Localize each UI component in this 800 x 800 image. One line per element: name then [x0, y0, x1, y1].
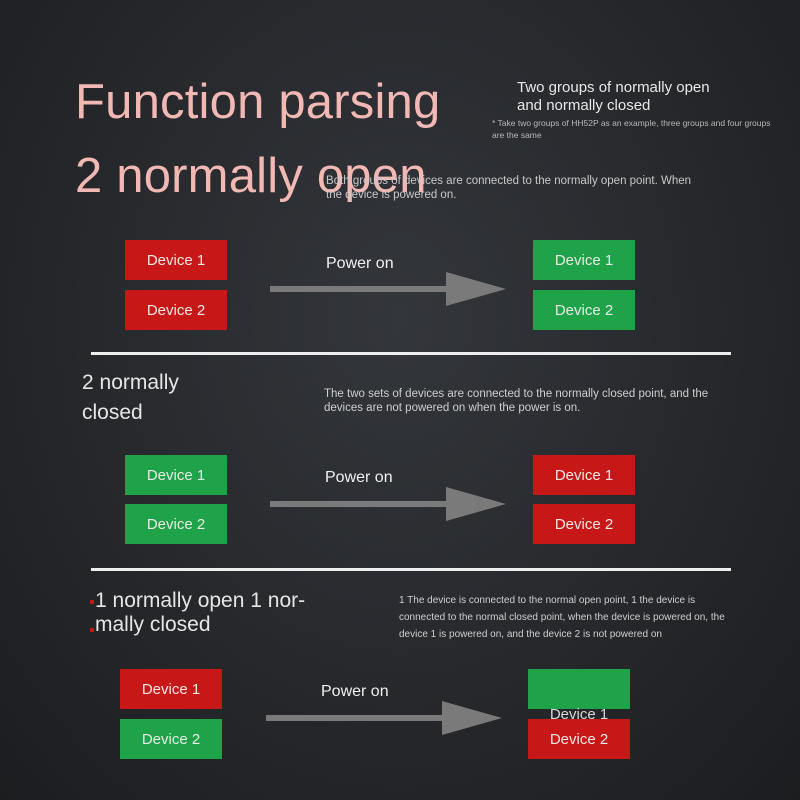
- s1-left-device-2: Device 2: [125, 290, 227, 330]
- s3-bullet-icon: [90, 600, 94, 604]
- s1-power-on-label: Power on: [326, 255, 394, 272]
- s3-bullet-icon-2: [90, 628, 94, 632]
- s2-right-device-1: Device 1: [533, 455, 635, 495]
- s3-left-device-1: Device 1: [120, 669, 222, 709]
- s3-right-device-2: Device 2: [528, 719, 630, 759]
- divider-1: [91, 352, 731, 355]
- s1-right-device-1: Device 1: [533, 240, 635, 280]
- section1-title: 2 normally open: [75, 149, 427, 203]
- section1-description: Both groups of devices are connected to …: [326, 175, 692, 201]
- s2-left-device-2: Device 2: [125, 504, 227, 544]
- section2-title: 2 normally closed: [82, 371, 179, 424]
- page-title: Function parsing: [75, 75, 441, 129]
- s1-arrow-icon: [270, 272, 506, 306]
- s2-right-device-2: Device 2: [533, 504, 635, 544]
- s3-power-on-label: Power on: [321, 683, 389, 700]
- s2-left-device-1: Device 1: [125, 455, 227, 495]
- s3-arrow-icon: [266, 701, 502, 735]
- header-note-small: * Take two groups of HH52P as an example…: [492, 118, 771, 140]
- s3-left-device-2: Device 2: [120, 719, 222, 759]
- s2-arrow-icon: [270, 487, 506, 521]
- header-note-main: Two groups of normally open and normally…: [517, 79, 710, 114]
- s1-left-device-1: Device 1: [125, 240, 227, 280]
- divider-2: [91, 568, 731, 571]
- section3-title: 1 normally open 1 nor- mally closed: [95, 589, 306, 636]
- s3-right-device-1: Device 1: [528, 669, 630, 723]
- s1-right-device-2: Device 2: [533, 290, 635, 330]
- section2-description: The two sets of devices are connected to…: [324, 388, 709, 414]
- s2-power-on-label: Power on: [325, 469, 393, 486]
- section3-description: 1 The device is connected to the normal …: [399, 595, 725, 640]
